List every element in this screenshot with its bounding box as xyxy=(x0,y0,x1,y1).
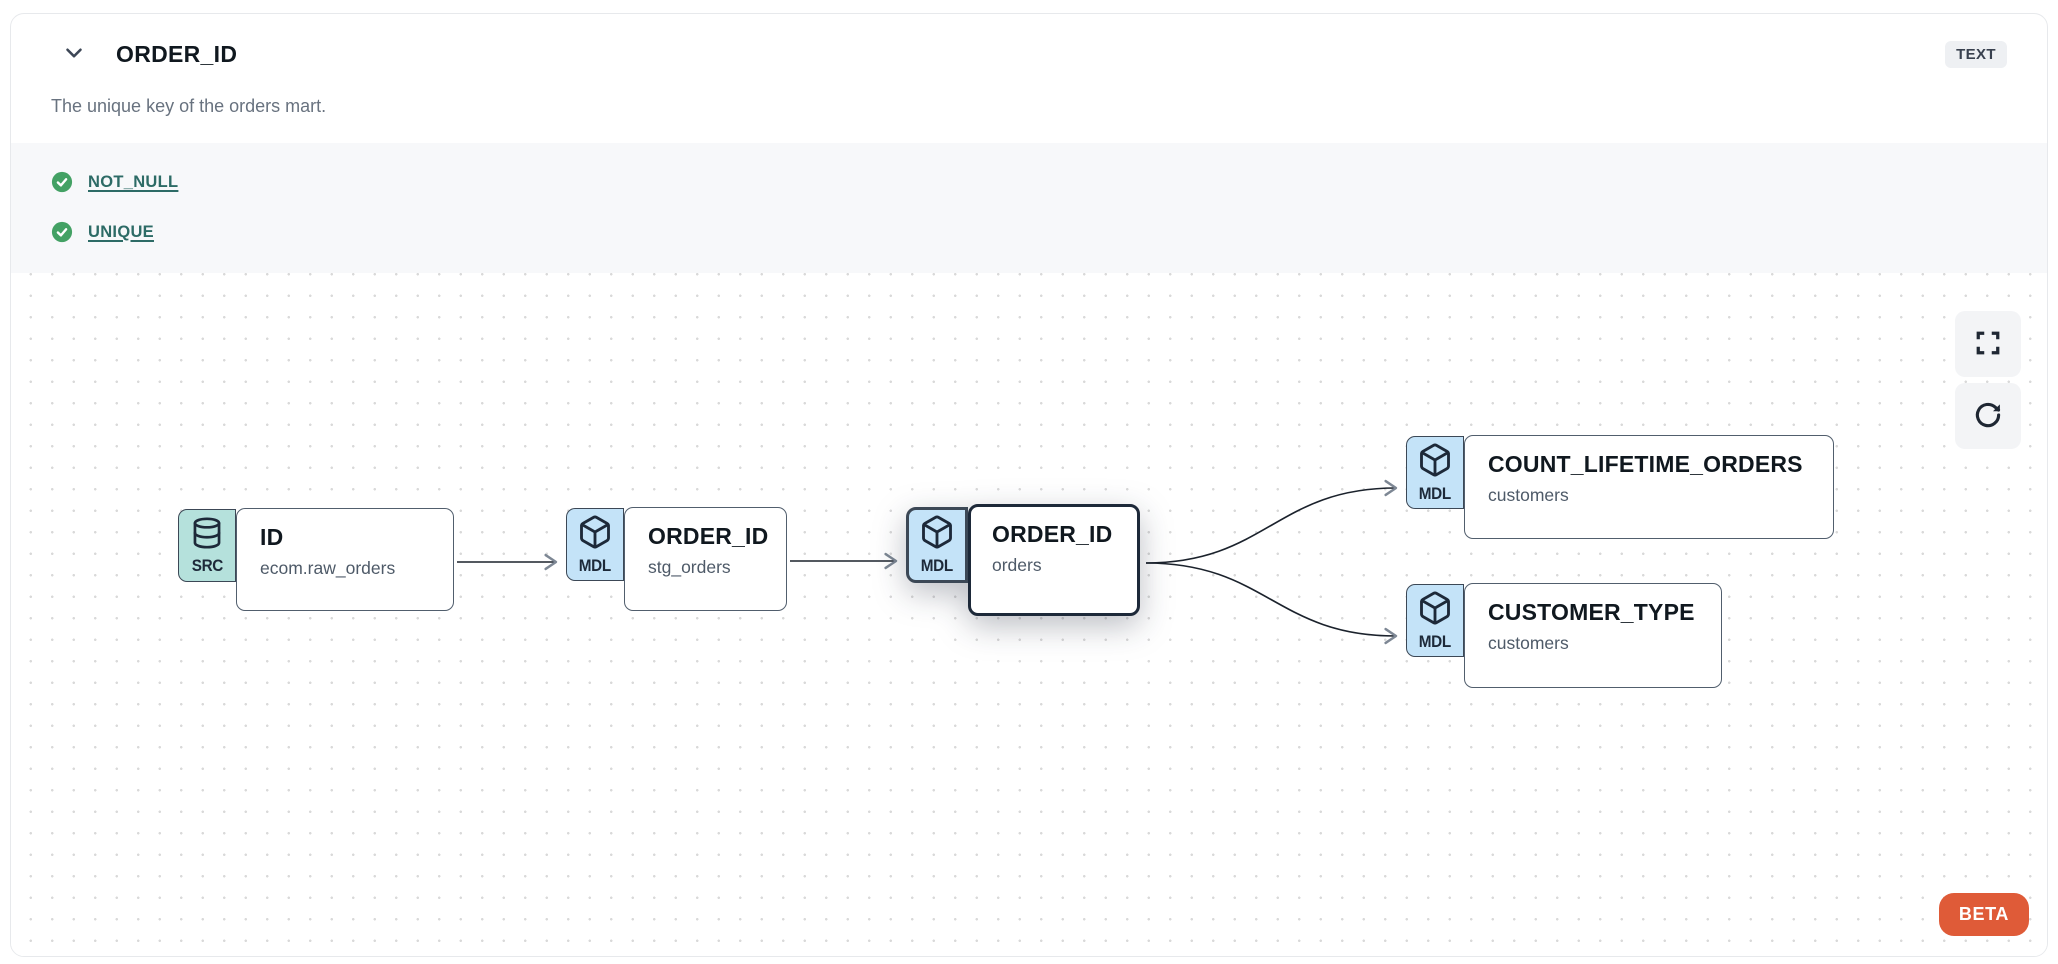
node-badge-label: MDL xyxy=(578,555,612,575)
node-subtitle: orders xyxy=(992,555,1042,575)
node-card[interactable]: ID ecom.raw_orders xyxy=(236,508,454,611)
maximize-icon xyxy=(1973,328,2003,361)
cube-icon xyxy=(1417,590,1453,631)
test-link[interactable]: NOT_NULL xyxy=(88,172,179,191)
database-icon xyxy=(190,516,224,555)
column-title: ORDER_ID xyxy=(116,41,238,67)
column-type-badge: TEXT xyxy=(1945,41,2007,68)
refresh-button[interactable] xyxy=(1955,383,2021,449)
node-type-badge: MDL xyxy=(906,507,968,583)
test-row: UNIQUE xyxy=(51,207,2007,257)
node-subtitle: stg_orders xyxy=(648,557,731,577)
node-badge-label: MDL xyxy=(920,556,954,575)
node-subtitle: ecom.raw_orders xyxy=(260,558,396,578)
cube-icon xyxy=(1417,442,1453,483)
test-row: NOT_NULL xyxy=(51,157,2007,207)
column-description: The unique key of the orders mart. xyxy=(51,96,327,116)
node-badge-label: SRC xyxy=(191,555,223,575)
node-subtitle: customers xyxy=(1488,485,1569,505)
column-details-panel: ORDER_ID TEXT The unique key of the orde… xyxy=(10,13,2048,957)
node-subtitle: customers xyxy=(1488,633,1569,653)
test-link[interactable]: UNIQUE xyxy=(88,222,154,241)
fullscreen-button[interactable] xyxy=(1955,311,2021,377)
node-type-badge: MDL xyxy=(1406,436,1464,509)
lineage-edge-orders-to-count_lifetime_orders xyxy=(1145,479,1398,564)
node-title: ID xyxy=(260,524,284,550)
lineage-edge-orders-to-customer_type xyxy=(1145,562,1398,645)
node-type-badge: MDL xyxy=(566,508,624,581)
node-card[interactable]: ORDER_ID stg_orders xyxy=(624,507,787,611)
node-card[interactable]: CUSTOMER_TYPE customers xyxy=(1464,583,1722,688)
tests-section: NOT_NULL UNIQUE xyxy=(11,143,2047,273)
collapse-chevron-button[interactable] xyxy=(59,38,89,71)
cube-icon xyxy=(577,514,613,555)
cube-icon xyxy=(919,514,955,555)
node-type-badge: SRC xyxy=(178,509,236,582)
node-title: CUSTOMER_TYPE xyxy=(1488,599,1695,625)
check-circle-icon xyxy=(51,221,73,243)
node-badge-label: MDL xyxy=(1418,631,1452,651)
node-title: ORDER_ID xyxy=(992,521,1113,547)
node-type-badge: MDL xyxy=(1406,584,1464,657)
header: ORDER_ID TEXT The unique key of the orde… xyxy=(11,14,2047,117)
node-title: ORDER_ID xyxy=(648,523,769,549)
node-card[interactable]: COUNT_LIFETIME_ORDERS customers xyxy=(1464,435,1834,539)
node-title: COUNT_LIFETIME_ORDERS xyxy=(1488,451,1803,477)
lineage-edges xyxy=(457,479,1398,645)
check-circle-icon xyxy=(51,171,73,193)
refresh-icon xyxy=(1973,400,2003,433)
beta-badge: BETA xyxy=(1938,893,2029,936)
node-badge-label: MDL xyxy=(1418,483,1452,503)
chevron-down-icon xyxy=(61,40,87,69)
canvas-controls xyxy=(1955,311,2021,449)
